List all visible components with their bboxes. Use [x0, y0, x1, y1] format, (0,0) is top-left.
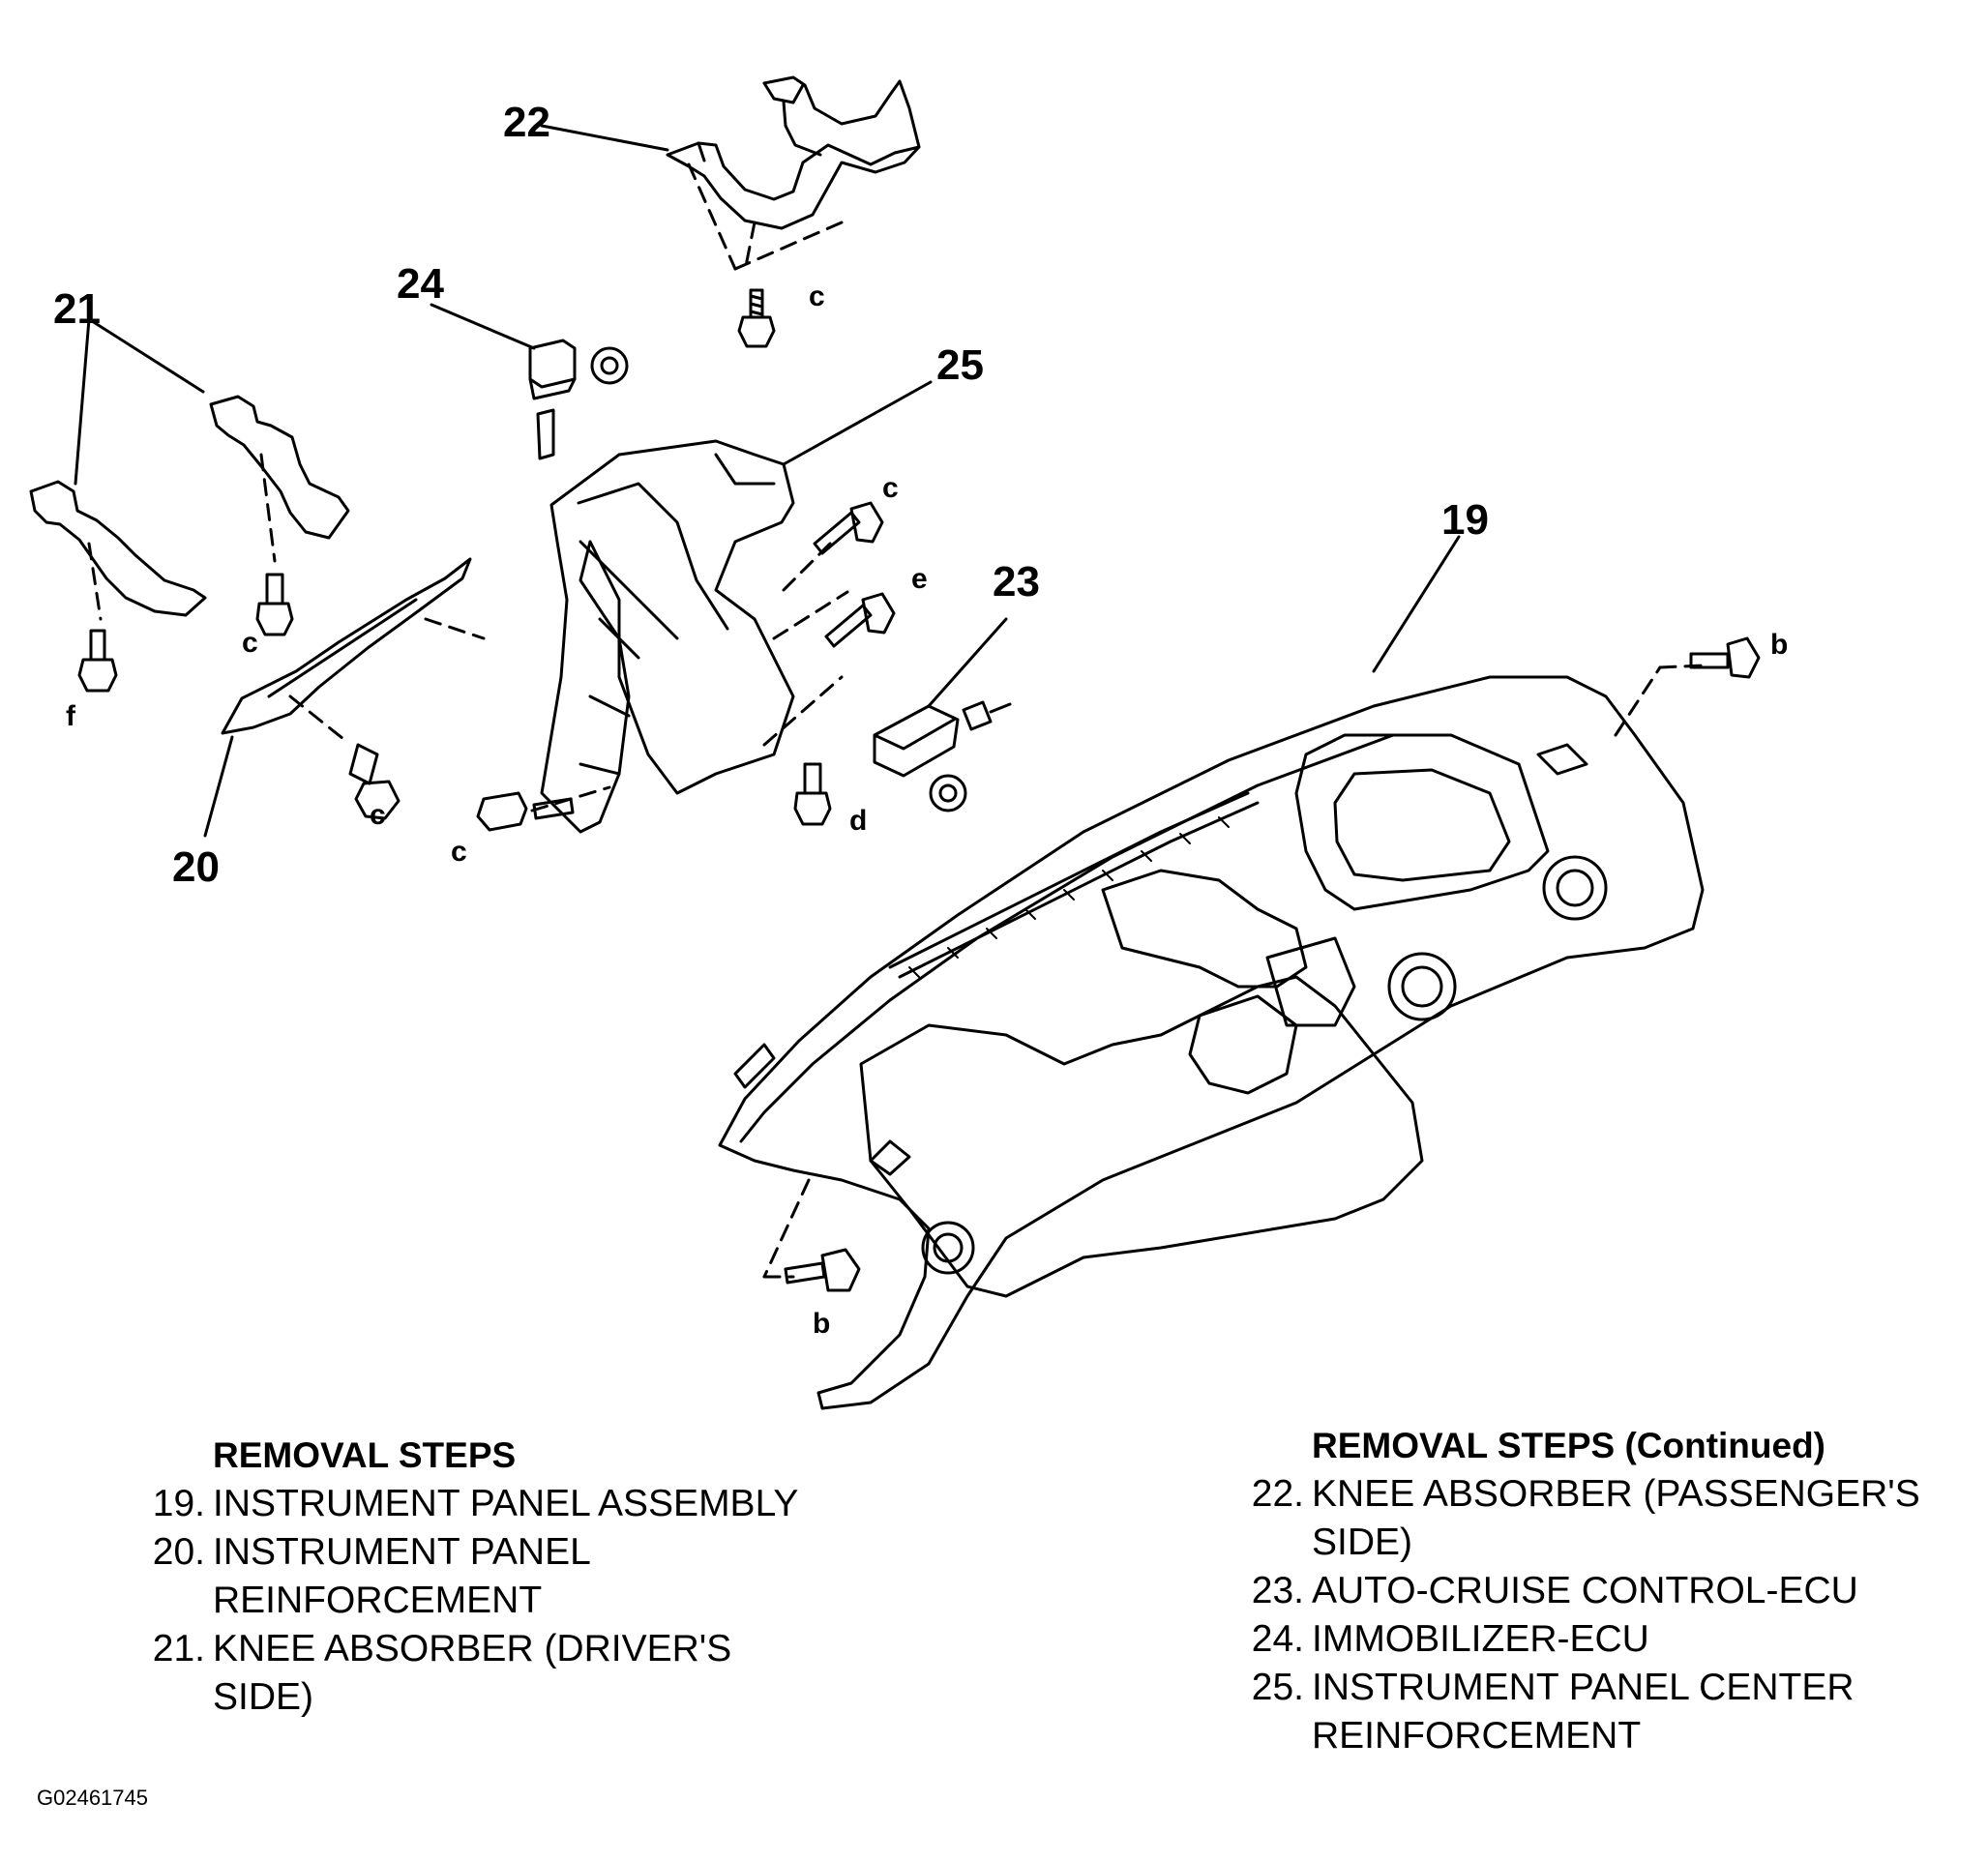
knee-absorber-passenger-part: [540, 75, 921, 273]
step-number: 20.: [152, 1531, 205, 1573]
step-text: REINFORCEMENT: [1312, 1715, 1642, 1757]
instrument-panel-assembly-part: [718, 535, 1705, 1410]
step-text: SIDE): [1312, 1521, 1413, 1563]
fastener-label-e: e: [911, 563, 928, 595]
removal-steps-continued-list: REMOVAL STEPS (Continued) 22.KNEE ABSORB…: [1236, 1422, 1920, 1760]
step-item: 19.INSTRUMENT PANEL ASSEMBLY: [137, 1480, 799, 1528]
step-text: AUTO-CRUISE CONTROL-ECU: [1312, 1570, 1858, 1611]
figure-id: G02461745: [37, 1786, 148, 1810]
step-text: INSTRUMENT PANEL ASSEMBLY: [213, 1483, 799, 1524]
step-text: SIDE): [213, 1676, 314, 1718]
step-text: INSTRUMENT PANEL: [213, 1531, 591, 1573]
step-number: 25.: [1251, 1667, 1304, 1708]
step-item: 24.IMMOBILIZER-ECU: [1236, 1615, 1920, 1664]
step-item: 22.KNEE ABSORBER (PASSENGER'S SIDE): [1236, 1470, 1920, 1567]
bolt-d: [793, 762, 832, 826]
exploded-diagram: [29, 75, 1761, 1410]
fastener-label-c: c: [242, 627, 258, 659]
immobilizer-ecu-part: [430, 303, 629, 460]
step-item: 21.KNEE ABSORBER (DRIVER'S SIDE): [137, 1625, 798, 1722]
fastener-label-b: b: [813, 1308, 831, 1340]
bolt-c-top: [737, 288, 776, 348]
knee-absorber-driver-part: [29, 317, 350, 621]
step-item: 23.AUTO-CRUISE CONTROL-ECU: [1236, 1567, 1920, 1615]
bolt-b-right: [1689, 636, 1761, 679]
step-number: 19.: [152, 1483, 205, 1524]
auto-cruise-ecu-part: [873, 617, 1012, 812]
step-text: INSTRUMENT PANEL CENTER: [1312, 1667, 1854, 1708]
fastener-label-c: c: [882, 472, 899, 504]
step-number: 22.: [1251, 1473, 1304, 1515]
step-text: REINFORCEMENT: [213, 1580, 543, 1621]
fastener-label-d: d: [849, 805, 868, 837]
removal-steps-continued-heading: REMOVAL STEPS (Continued): [1312, 1426, 1826, 1465]
callout-25: 25: [936, 341, 984, 389]
callout-19: 19: [1441, 496, 1489, 544]
removal-steps-heading: REMOVAL STEPS: [213, 1435, 517, 1475]
step-item: 25.INSTRUMENT PANEL CENTER REINFORCEMENT: [1236, 1664, 1920, 1760]
bolt-c-left: [255, 573, 294, 636]
step-number: 21.: [152, 1628, 205, 1669]
callout-21: 21: [53, 285, 101, 333]
step-text: KNEE ABSORBER (PASSENGER'S: [1312, 1473, 1920, 1515]
step-number: 24.: [1251, 1618, 1304, 1660]
callout-23: 23: [993, 558, 1040, 606]
fastener-label-c: c: [370, 799, 386, 831]
callout-22: 22: [503, 99, 550, 146]
fastener-label-f: f: [66, 700, 75, 732]
callout-20: 20: [172, 843, 220, 891]
fastener-label-c: c: [809, 281, 825, 312]
bolt-c-mid: [813, 501, 884, 555]
fastener-label-b: b: [1770, 629, 1789, 661]
bolt-c-lower: [348, 743, 401, 820]
removal-steps-list: REMOVAL STEPS 19.INSTRUMENT PANEL ASSEMB…: [137, 1432, 799, 1722]
callout-24: 24: [397, 260, 444, 308]
step-number: 23.: [1251, 1570, 1304, 1611]
bolt-b-bottom: [784, 1248, 861, 1292]
step-text: KNEE ABSORBER (DRIVER'S: [213, 1628, 732, 1669]
center-reinforcement-part: [530, 380, 933, 834]
fastener-label-c: c: [451, 836, 467, 868]
bolt-e: [824, 592, 896, 648]
bolt-c-bottom: [476, 791, 575, 832]
step-item: 20.INSTRUMENT PANEL REINFORCEMENT: [137, 1528, 798, 1625]
step-text: IMMOBILIZER-ECU: [1312, 1618, 1649, 1660]
panel-reinforcement-part: [203, 557, 486, 838]
bolt-f: [77, 629, 118, 693]
